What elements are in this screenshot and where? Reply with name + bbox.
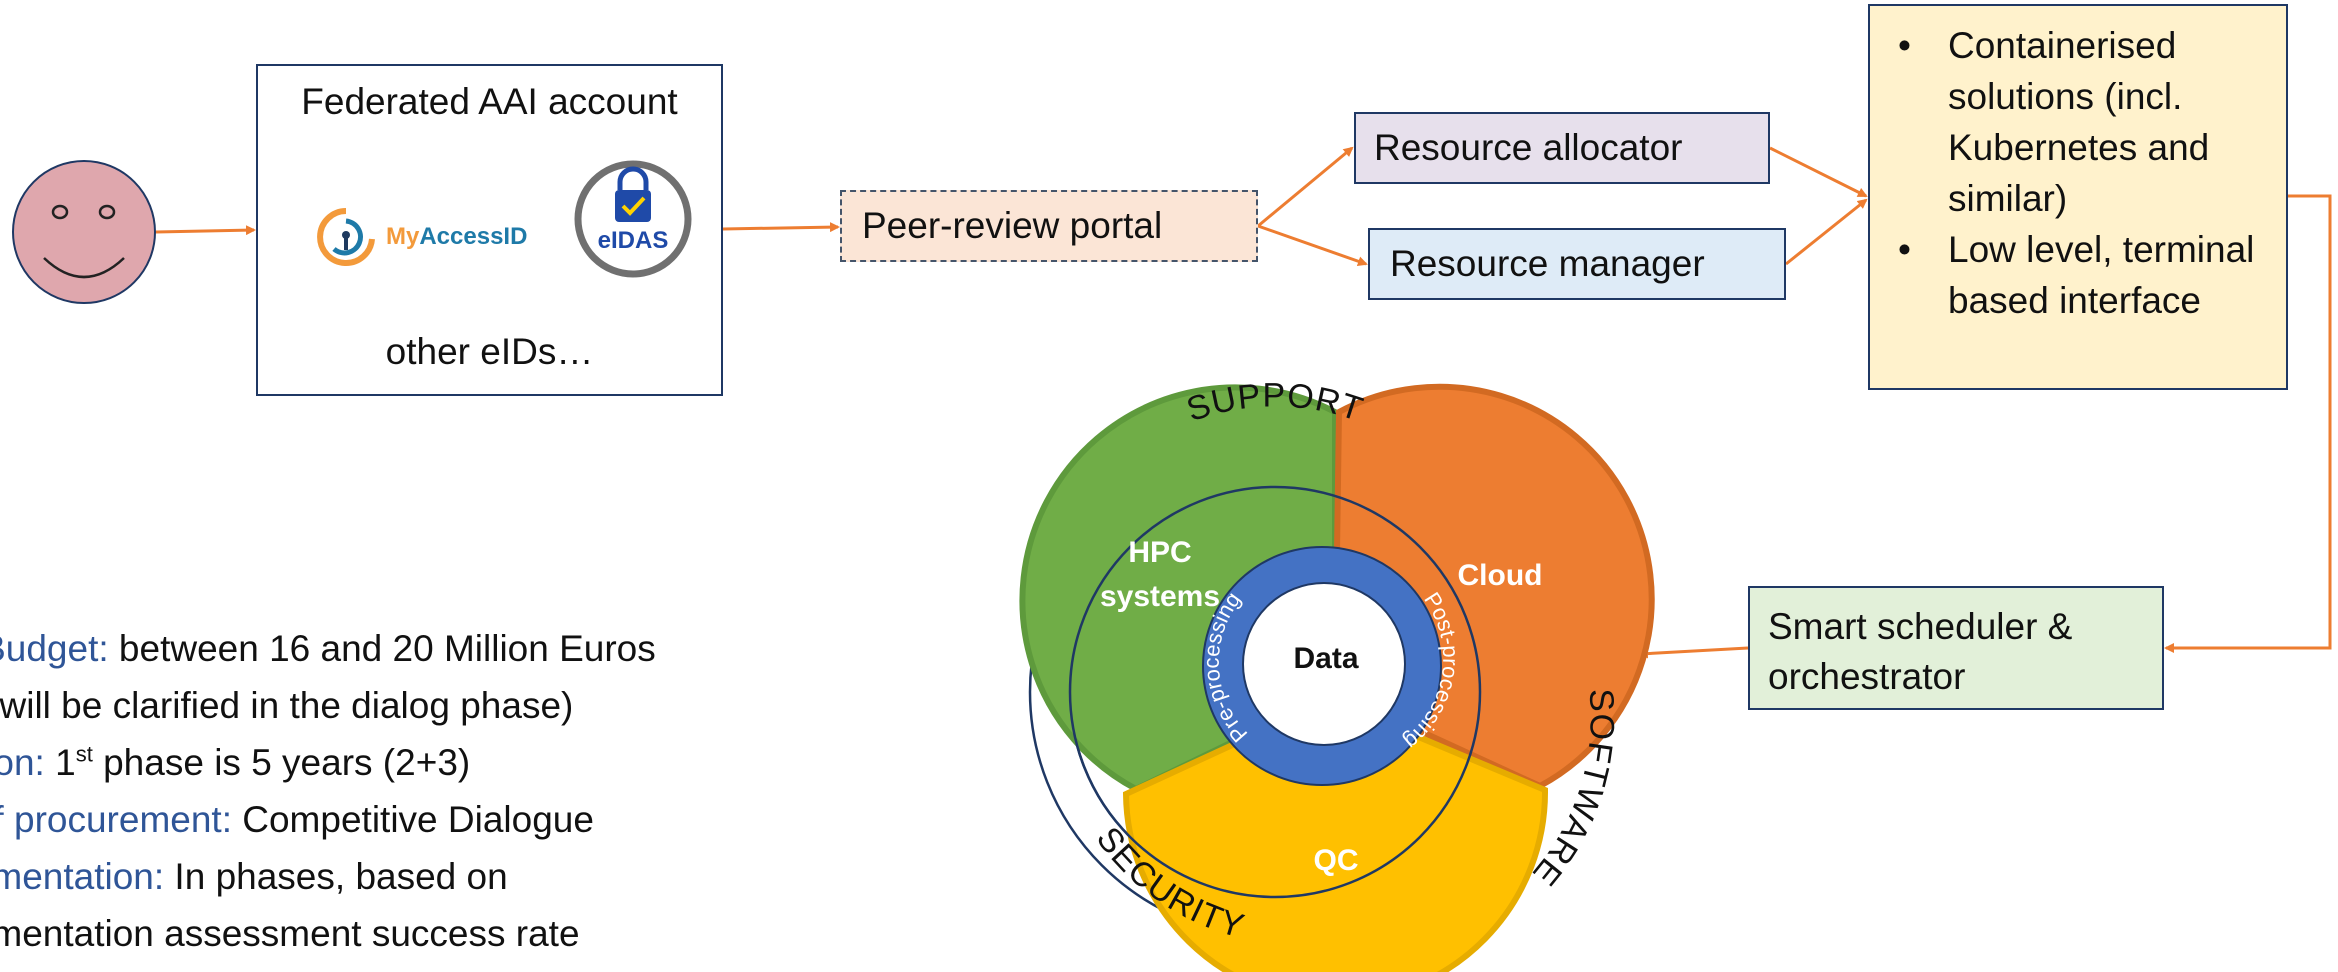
label-hpc-line1: HPC: [1128, 536, 1191, 569]
bullet-icon: •: [1898, 25, 1911, 66]
interface-options-box: • Containerised solutions (incl. Kubernet…: [1868, 4, 2288, 390]
bullet-icon: •: [1898, 229, 1911, 270]
qc-segment: [1122, 696, 1549, 972]
option-text: Containerised solutions (incl. Kubernete…: [1948, 25, 2210, 219]
info-key: al Budget:: [0, 628, 109, 669]
info-key: e of procurement:: [0, 799, 232, 840]
myaccessid-icon: [317, 208, 375, 266]
info-line: e of procurement: Competitive Dialogue: [0, 791, 656, 848]
info-key: plementation:: [0, 856, 165, 897]
interface-options-list: • Containerised solutions (incl. Kubernet…: [1880, 20, 2276, 326]
info-line: al Budget: between 16 and 20 Million Eur…: [0, 620, 656, 677]
info-line: F) (will be clarified in the dialog phas…: [0, 677, 656, 734]
ring-diagram: SUPPORT SOFTWARE SECURITY HPC systems Cl…: [1019, 377, 1655, 972]
arrow-portal-to-manager: [1257, 224, 1368, 267]
info-value-after: phase is 5 years (2+3): [92, 742, 471, 783]
resource-manager-label: Resource manager: [1390, 243, 1705, 284]
info-value: F) (will be clarified in the dialog phas…: [0, 685, 574, 726]
arrow-portal-to-allocator: [1257, 146, 1354, 228]
federated-aai-box: Federated AAI account MyAccessID eIDAS o…: [256, 64, 723, 396]
peer-review-portal-box: Peer-review portal: [840, 190, 1258, 262]
option-text: Low level, terminal based interface: [1948, 229, 2255, 321]
scheduler-label-line2: orchestrator: [1768, 656, 1966, 697]
info-value: between 16 and 20 Million Euros: [108, 628, 656, 669]
flow-arrows: [155, 146, 2332, 659]
scheduler-label-line1: Smart scheduler &: [1768, 606, 2073, 647]
info-value: Competitive Dialogue: [231, 799, 594, 840]
info-line: ration: 1st phase is 5 years (2+3): [0, 734, 656, 791]
info-line: plementation assessment success rate: [0, 905, 656, 962]
list-item: • Containerised solutions (incl. Kubernet…: [1880, 20, 2276, 224]
label-data: Data: [1293, 642, 1358, 675]
info-value: In phases, based on: [164, 856, 508, 897]
list-item: • Low level, terminal based interface: [1880, 224, 2276, 326]
info-value: plementation assessment success rate: [0, 913, 580, 954]
arrow-user-to-aai: [155, 225, 256, 236]
arrow-options-to-scheduler: [2164, 194, 2332, 653]
other-eids-label: other eIDs…: [385, 331, 594, 372]
info-value: 1: [44, 742, 76, 783]
arrow-manager-to-options: [1785, 198, 1868, 266]
arrow-allocator-to-options: [1769, 146, 1868, 198]
resource-allocator-label: Resource allocator: [1374, 127, 1683, 168]
user-face-icon: [12, 160, 156, 304]
data-core: [1242, 582, 1406, 746]
procurement-info: al Budget: between 16 and 20 Million Eur…: [0, 620, 656, 962]
aai-title: Federated AAI account: [301, 81, 678, 122]
smart-scheduler-box: Smart scheduler & orchestrator: [1748, 586, 2164, 710]
myaccessid-my: My: [386, 223, 420, 250]
myaccessid-logo: MyAccessID: [314, 202, 527, 272]
eidas-label: eIDAS: [598, 227, 669, 254]
label-cloud: Cloud: [1458, 559, 1543, 592]
info-sup: st: [75, 741, 93, 767]
myaccessid-rest: AccessID: [419, 223, 528, 250]
eidas-lock-icon: [615, 190, 651, 222]
arrow-aai-to-portal: [722, 222, 840, 233]
label-qc: QC: [1314, 844, 1359, 877]
resource-manager-box: Resource manager: [1368, 228, 1786, 300]
peer-review-label: Peer-review portal: [862, 205, 1163, 246]
label-hpc-line2: systems: [1100, 580, 1220, 613]
info-line: plementation: In phases, based on: [0, 848, 656, 905]
resource-allocator-box: Resource allocator: [1354, 112, 1770, 184]
info-key: ration:: [0, 742, 45, 783]
arrow-scheduler-to-ring: [1638, 646, 1749, 659]
eidas-logo: eIDAS: [574, 160, 692, 278]
